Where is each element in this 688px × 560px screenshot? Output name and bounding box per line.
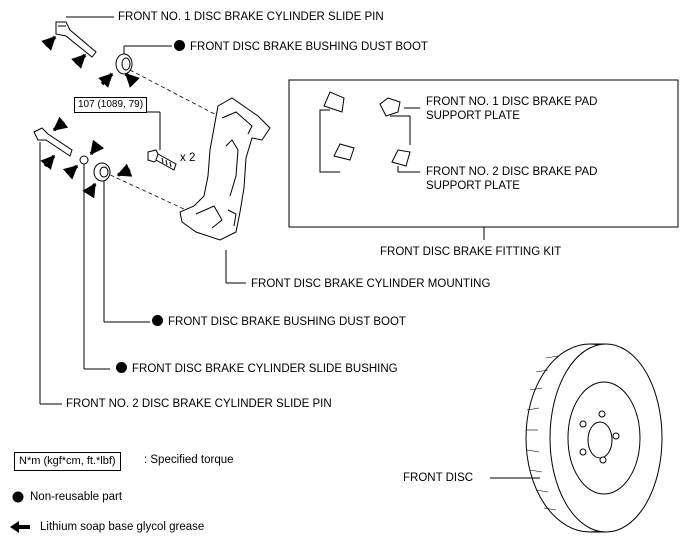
- label-front-no2-slide-pin: FRONT NO. 2 DISC BRAKE CYLINDER SLIDE PI…: [66, 398, 332, 410]
- slide-bushing-drawing: [79, 155, 110, 370]
- label-front-no1-slide-pin: FRONT NO. 1 DISC BRAKE CYLINDER SLIDE PI…: [118, 11, 384, 23]
- legend-non-reusable: Non-reusable part: [30, 491, 123, 503]
- cylinder-mounting-drawing: [179, 97, 271, 284]
- front-disc-drawing: [490, 343, 663, 533]
- label-fitting-kit: FRONT DISC BRAKE FITTING KIT: [380, 246, 562, 258]
- label-pad-plate-2: FRONT NO. 2 DISC BRAKE PAD SUPPORT PLATE: [426, 166, 598, 192]
- non-reusable-icon: [152, 315, 163, 326]
- legend-torque-desc: : Specified torque: [144, 454, 234, 466]
- label-quantity: x 2: [180, 152, 196, 164]
- label-dust-boot-upper: FRONT DISC BRAKE BUSHING DUST BOOT: [174, 40, 428, 54]
- torque-value-box: 107 (1089, 79): [74, 97, 148, 113]
- rotor-vents: [526, 355, 559, 511]
- legend-torque-unit: N*m (kgf*cm, ft.*lbf): [14, 452, 121, 471]
- label-slide-bushing: FRONT DISC BRAKE CYLINDER SLIDE BUSHING: [116, 362, 398, 376]
- label-cylinder-mounting: FRONT DISC BRAKE CYLINDER MOUNTING: [251, 278, 491, 290]
- mounting-bolt-drawing: [112, 111, 177, 171]
- grease-arrow-icon: [62, 139, 105, 180]
- slide-pin-no1-drawing: [55, 16, 114, 58]
- grease-legend-icon: [10, 521, 30, 533]
- assembly-dashed-lines: [103, 69, 227, 211]
- label-dust-boot-lower: FRONT DISC BRAKE BUSHING DUST BOOT: [152, 315, 406, 329]
- label-front-disc: FRONT DISC: [403, 472, 474, 484]
- dust-boot-lower-drawing: [93, 162, 150, 323]
- grease-arrow-icon: [41, 35, 87, 69]
- non-reusable-icon: [12, 491, 24, 503]
- dust-boot-upper-drawing: [115, 45, 172, 75]
- label-dust-boot-lower-text: FRONT DISC BRAKE BUSHING DUST BOOT: [168, 316, 406, 328]
- label-dust-boot-upper-text: FRONT DISC BRAKE BUSHING DUST BOOT: [190, 41, 428, 53]
- legend-grease: Lithium soap base glycol grease: [40, 521, 205, 533]
- pad-support-plates-drawing: [319, 91, 485, 240]
- label-slide-bushing-text: FRONT DISC BRAKE CYLINDER SLIDE BUSHING: [132, 363, 398, 375]
- slide-pin-no2-drawing: [33, 127, 73, 405]
- grease-arrow-icon: [98, 72, 140, 88]
- label-pad-plate-1: FRONT NO. 1 DISC BRAKE PAD SUPPORT PLATE: [426, 96, 598, 122]
- grease-arrow-icon: [82, 163, 133, 199]
- non-reusable-icon: [116, 362, 127, 373]
- non-reusable-icon: [174, 40, 185, 51]
- grease-arrow-icon: [40, 116, 69, 171]
